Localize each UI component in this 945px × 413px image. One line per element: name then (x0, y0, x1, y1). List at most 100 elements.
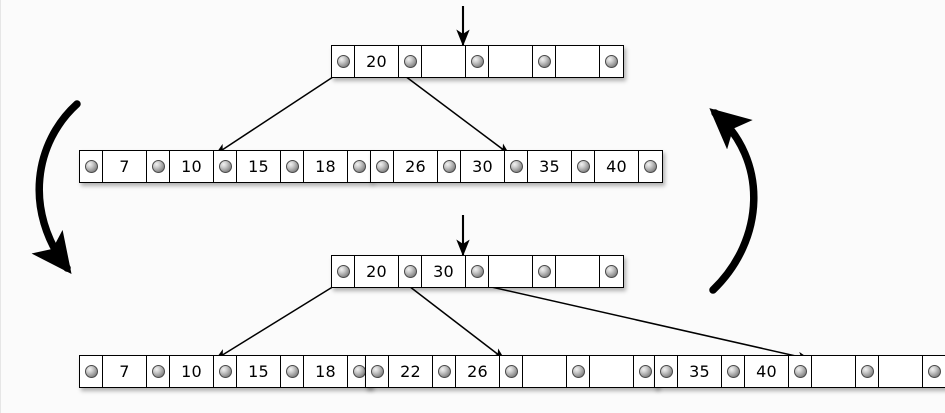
pointer-cell[interactable] (214, 356, 237, 387)
pointer-dot-icon (605, 265, 618, 278)
key-value: 40 (756, 361, 777, 381)
key-cell[interactable] (523, 356, 567, 387)
key-cell[interactable]: 40 (745, 356, 789, 387)
key-cell[interactable]: 20 (355, 256, 399, 287)
pointer-cell[interactable] (505, 151, 528, 182)
pointer-cell[interactable] (500, 356, 523, 387)
pointer-cell[interactable] (466, 46, 489, 77)
pointer-cell[interactable] (433, 356, 456, 387)
edge-root2-to-leafmiddle-after (404, 282, 505, 360)
pointer-dot-icon (218, 160, 232, 173)
key-cell[interactable]: 18 (304, 356, 348, 387)
key-value: 20 (366, 51, 387, 71)
key-value: 40 (606, 156, 627, 176)
pointer-dot-icon (860, 365, 874, 378)
key-value: 7 (119, 361, 130, 381)
pointer-cell[interactable] (332, 46, 355, 77)
pointer-dot-icon (659, 365, 673, 378)
pointer-cell[interactable] (80, 356, 103, 387)
pointer-cell[interactable] (856, 356, 879, 387)
pointer-cell[interactable] (572, 151, 595, 182)
leaf-middle-after[interactable]: 22 26 (365, 355, 658, 388)
pointer-dot-icon (285, 365, 299, 378)
pointer-cell[interactable] (147, 151, 170, 182)
pointer-cell[interactable] (399, 256, 422, 287)
pointer-cell[interactable] (332, 256, 355, 287)
pointer-dot-icon (726, 365, 740, 378)
key-cell[interactable]: 15 (237, 356, 281, 387)
pointer-cell[interactable] (281, 356, 304, 387)
pointer-dot-icon (151, 365, 165, 378)
leaf-right-after[interactable]: 35 40 (654, 355, 945, 388)
key-value: 22 (400, 361, 421, 381)
pointer-dot-icon (470, 55, 484, 68)
key-cell[interactable] (489, 46, 533, 77)
key-value: 35 (539, 156, 560, 176)
key-cell[interactable]: 30 (422, 256, 466, 287)
pointer-cell[interactable] (399, 46, 422, 77)
root-node-after[interactable]: 20 30 (331, 255, 624, 288)
pointer-dot-icon (793, 365, 807, 378)
edge-root2-to-leafright (400, 72, 510, 155)
pointer-dot-icon (151, 160, 165, 173)
root-node-before[interactable]: 20 (331, 45, 624, 78)
pointer-cell[interactable] (348, 151, 371, 182)
pointer-dot-icon (928, 365, 941, 378)
key-cell[interactable]: 10 (170, 151, 214, 182)
key-cell[interactable]: 15 (237, 151, 281, 182)
pointer-cell[interactable] (600, 256, 623, 287)
key-cell[interactable]: 10 (170, 356, 214, 387)
key-cell[interactable] (879, 356, 923, 387)
right-transition-arrow (709, 108, 758, 294)
key-cell[interactable]: 40 (595, 151, 639, 182)
key-cell[interactable]: 35 (528, 151, 572, 182)
leaf-left-before[interactable]: 7 10 15 18 (79, 150, 372, 183)
key-cell[interactable]: 7 (103, 356, 147, 387)
pointer-cell[interactable] (466, 256, 489, 287)
key-cell[interactable]: 26 (394, 151, 438, 182)
key-cell[interactable]: 35 (678, 356, 722, 387)
key-cell[interactable] (422, 46, 466, 77)
pointer-cell[interactable] (371, 151, 394, 182)
pointer-cell[interactable] (533, 256, 556, 287)
pointer-dot-icon (218, 365, 232, 378)
key-value: 30 (472, 156, 493, 176)
pointer-dot-icon (437, 365, 451, 378)
leaf-right-before[interactable]: 26 30 35 40 (370, 150, 663, 183)
pointer-cell[interactable] (366, 356, 389, 387)
pointer-dot-icon (470, 265, 484, 278)
pointer-dot-icon (644, 160, 657, 173)
key-cell[interactable] (590, 356, 634, 387)
leaf-left-after[interactable]: 7 10 15 18 (79, 355, 372, 388)
pointer-cell[interactable] (438, 151, 461, 182)
key-cell[interactable]: 30 (461, 151, 505, 182)
pointer-cell[interactable] (567, 356, 590, 387)
key-cell[interactable] (812, 356, 856, 387)
pointer-cell[interactable] (634, 356, 657, 387)
pointer-dot-icon (537, 55, 551, 68)
left-transition-arrow (31, 100, 81, 274)
pointer-cell[interactable] (639, 151, 662, 182)
key-cell[interactable] (556, 256, 600, 287)
pointer-dot-icon (353, 160, 366, 173)
pointer-cell[interactable] (147, 356, 170, 387)
key-cell[interactable]: 7 (103, 151, 147, 182)
key-cell[interactable] (489, 256, 533, 287)
key-cell[interactable] (556, 46, 600, 77)
pointer-cell[interactable] (789, 356, 812, 387)
pointer-dot-icon (336, 265, 350, 278)
pointer-dot-icon (571, 365, 585, 378)
pointer-cell[interactable] (533, 46, 556, 77)
key-cell[interactable]: 26 (456, 356, 500, 387)
pointer-cell[interactable] (655, 356, 678, 387)
pointer-dot-icon (509, 160, 523, 173)
pointer-cell[interactable] (600, 46, 623, 77)
key-cell[interactable]: 18 (304, 151, 348, 182)
key-cell[interactable]: 22 (389, 356, 433, 387)
pointer-cell[interactable] (281, 151, 304, 182)
pointer-cell[interactable] (923, 356, 945, 387)
pointer-cell[interactable] (214, 151, 237, 182)
pointer-cell[interactable] (80, 151, 103, 182)
pointer-cell[interactable] (722, 356, 745, 387)
key-cell[interactable]: 20 (355, 46, 399, 77)
